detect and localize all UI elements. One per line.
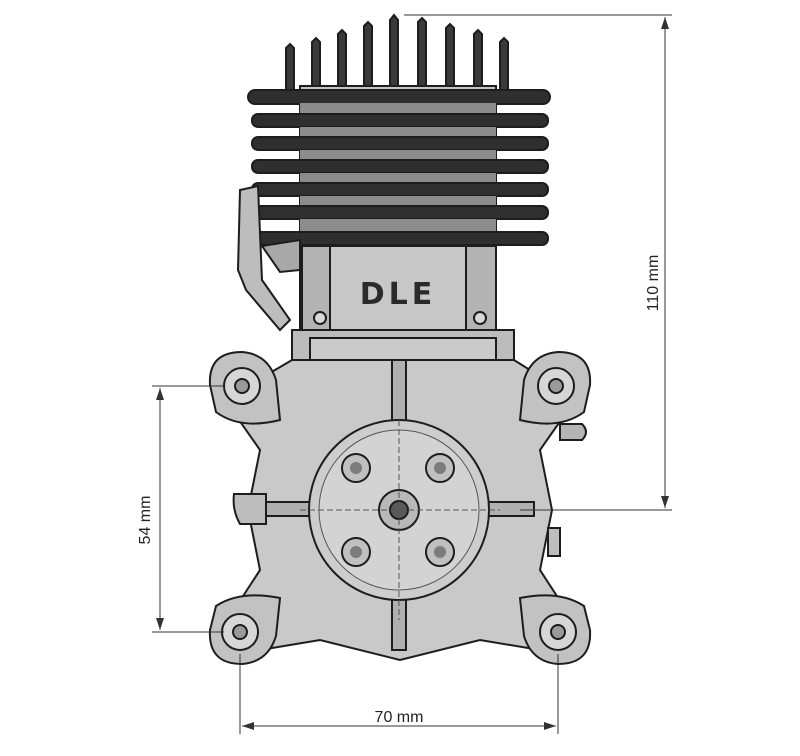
side-screw [559,423,587,441]
mount-ear-bottom-left [208,594,282,666]
dimension-54-label: 54 mm [137,496,154,545]
mount-ear-bottom-right [518,594,592,666]
brand-logo: DLE [360,277,437,312]
dimension-110 [404,14,672,511]
mount-ear-top-right [518,350,592,425]
dimension-54 [152,385,224,633]
cooling-fins [247,89,551,246]
dimension-110-label: 110 mm [645,255,662,312]
dimension-70 [239,654,559,734]
back-plate-bolts [341,453,455,567]
intake-boss [236,184,292,332]
dimension-70-label: 70 mm [375,709,424,726]
mount-ear-top-left [208,350,282,425]
head-spikes [285,13,509,95]
